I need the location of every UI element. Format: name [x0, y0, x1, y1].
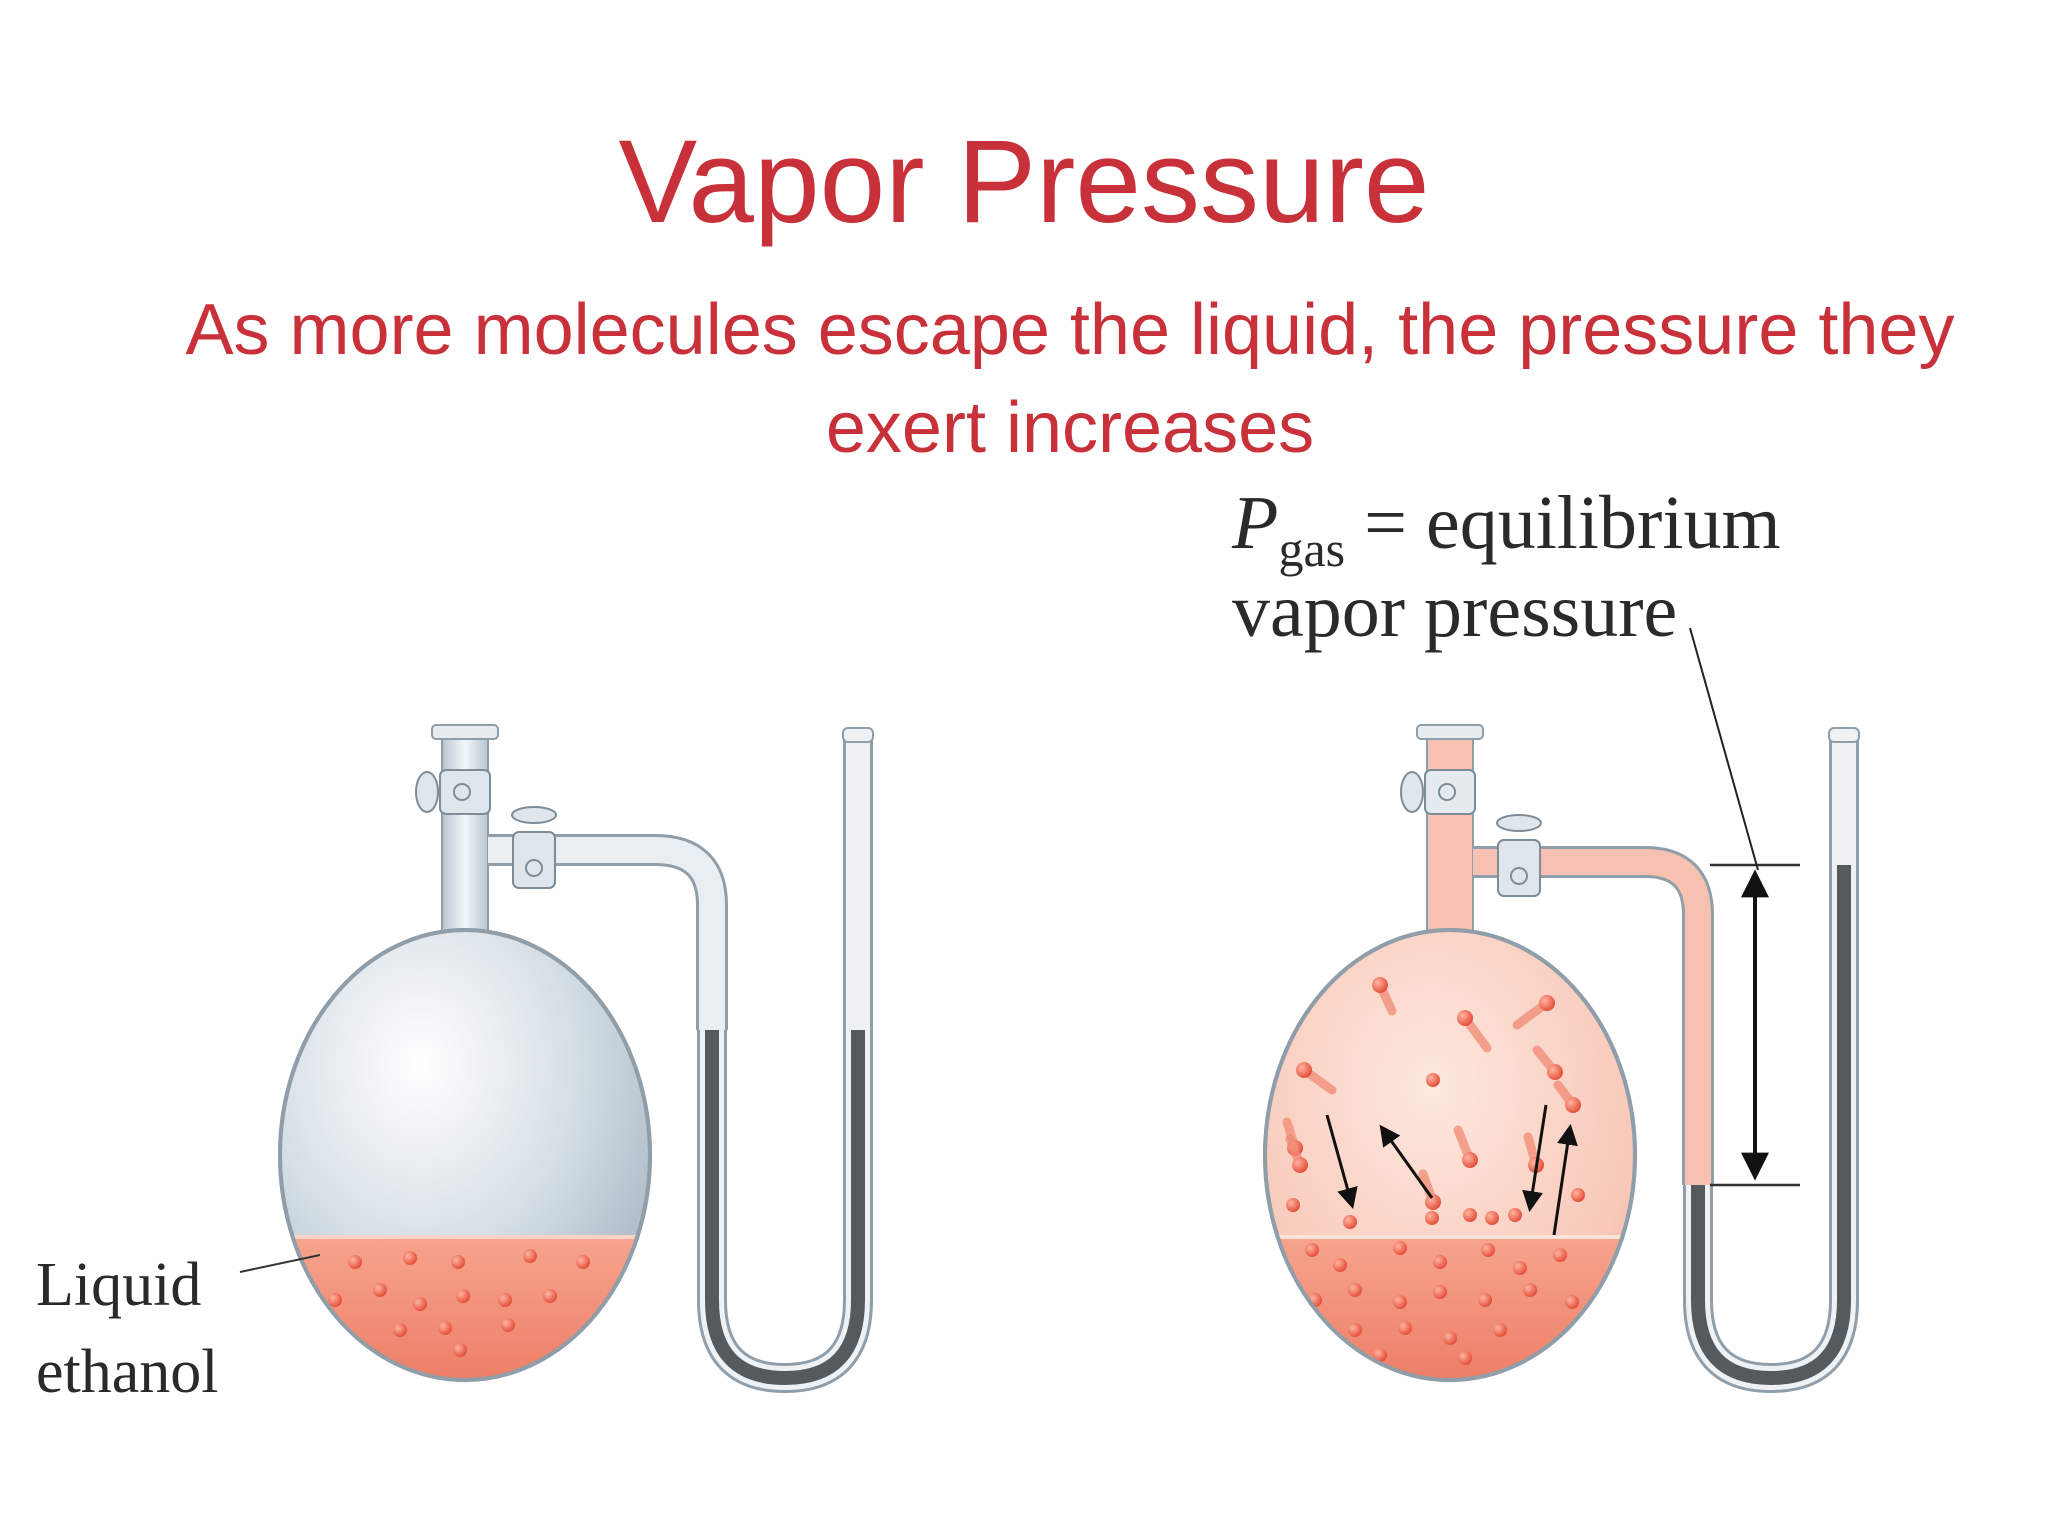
molecule [1485, 1211, 1499, 1225]
molecule [1443, 1331, 1457, 1345]
evaporation-arrow [1552, 1123, 1578, 1236]
molecule [373, 1283, 387, 1297]
right-flask-neck [1426, 734, 1474, 946]
right-arm-stopcock [1496, 814, 1542, 897]
molecule [1508, 1208, 1522, 1222]
moving-molecule [1453, 1125, 1478, 1168]
pgas-label-line2: vapor pressure [1232, 569, 1677, 653]
left-flask-neck [441, 734, 489, 946]
molecule [1348, 1283, 1362, 1297]
molecule [1393, 1241, 1407, 1255]
molecule [1398, 1321, 1412, 1335]
molecule [453, 1343, 467, 1357]
left-top-stopcock [415, 769, 491, 815]
molecule [1458, 1351, 1472, 1365]
molecule [1547, 1064, 1563, 1080]
right-vapor-molecules [1282, 977, 1585, 1229]
moving-molecule [1296, 1062, 1337, 1095]
molecule [413, 1297, 427, 1311]
molecule [1296, 1062, 1312, 1078]
molecule [1373, 1348, 1387, 1362]
molecule [1571, 1188, 1585, 1202]
pgas-symbol: P [1231, 481, 1278, 565]
molecule [1565, 1097, 1581, 1113]
right-mercury-column [1691, 865, 1851, 1386]
pgas-label-line1: Pgas = equilibrium [1231, 481, 1781, 577]
left-apparatus: Liquid ethanol [36, 724, 874, 1406]
molecule [1463, 1208, 1477, 1222]
molecule [1433, 1255, 1447, 1269]
molecule [1481, 1243, 1495, 1257]
condensation-arrow [1325, 1114, 1358, 1210]
liquid-ethanol-label-line1: Liquid [36, 1251, 201, 1319]
right-liquid-molecules [1305, 1241, 1579, 1365]
left-arm-stopcock [511, 806, 557, 889]
evaporation-arrow [1379, 1124, 1434, 1199]
molecule [1433, 1285, 1447, 1299]
right-apparatus: Pgas = equilibrium vapor pressure [1231, 481, 1860, 1394]
right-liquid [1265, 1237, 1635, 1380]
molecule [451, 1255, 465, 1269]
molecule [1286, 1198, 1300, 1212]
molecule [1343, 1215, 1357, 1229]
molecule [1493, 1323, 1507, 1337]
condensation-arrow [1522, 1104, 1548, 1213]
molecule [1457, 1010, 1473, 1026]
molecule [403, 1251, 417, 1265]
molecule [1372, 977, 1388, 993]
slide-title: Vapor Pressure [618, 116, 1430, 248]
molecule [1393, 1295, 1407, 1309]
molecule [1462, 1152, 1478, 1168]
molecule [438, 1321, 452, 1335]
pgas-equals-text: = equilibrium [1345, 481, 1780, 565]
molecule [1565, 1295, 1579, 1309]
moving-molecule [1553, 1080, 1581, 1113]
moving-molecule [1512, 995, 1555, 1030]
molecule [1333, 1258, 1347, 1272]
moving-molecule [1285, 1134, 1308, 1173]
slide-subtitle: As more molecules escape the liquid, the… [185, 290, 1955, 468]
moving-molecule [1372, 977, 1397, 1016]
pgas-subscript: gas [1278, 521, 1345, 577]
evaporation-condensation-arrows [1325, 1104, 1578, 1236]
molecule [1425, 1194, 1441, 1210]
molecule [456, 1289, 470, 1303]
molecule [393, 1323, 407, 1337]
molecule [498, 1293, 512, 1307]
liquid-ethanol-label-line2: ethanol [36, 1338, 219, 1406]
left-manometer-tube [697, 740, 873, 1394]
vapor-pressure-pointer [1689, 627, 1759, 871]
molecule [328, 1293, 342, 1307]
right-manometer-tube [1683, 740, 1859, 1394]
molecule [543, 1289, 557, 1303]
moving-molecule [1457, 1010, 1492, 1053]
molecule [501, 1318, 515, 1332]
molecule [1553, 1248, 1567, 1262]
left-neck-cap [431, 724, 499, 740]
liquid-ethanol-pointer [239, 1254, 321, 1273]
moving-molecule [1532, 1045, 1563, 1080]
molecule [348, 1255, 362, 1269]
molecule [1292, 1157, 1308, 1173]
molecule [1348, 1323, 1362, 1337]
molecule [1305, 1243, 1319, 1257]
molecule [1426, 1073, 1440, 1087]
molecule [1523, 1283, 1537, 1297]
molecule [1513, 1261, 1527, 1275]
molecule [1425, 1211, 1439, 1225]
left-liquid-molecules [328, 1249, 590, 1357]
molecule [523, 1249, 537, 1263]
left-liquid [280, 1237, 650, 1380]
molecule [1539, 995, 1555, 1011]
left-mercury-column [705, 1030, 865, 1386]
molecule [576, 1255, 590, 1269]
pressure-difference-indicator [1710, 863, 1800, 1187]
right-top-stopcock [1400, 769, 1476, 815]
molecule [1478, 1293, 1492, 1307]
